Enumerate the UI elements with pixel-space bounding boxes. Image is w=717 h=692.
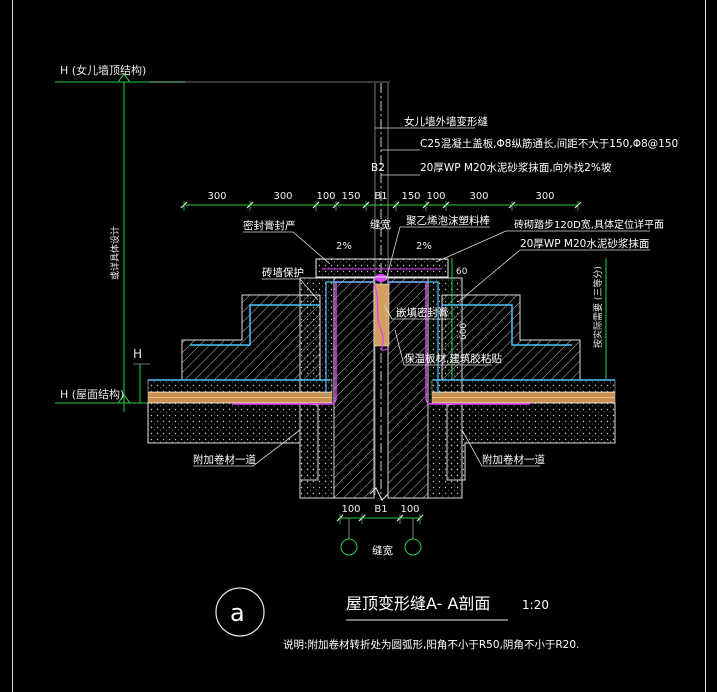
concrete-cover-plate (315, 258, 449, 278)
callout-brick-pier: 砖砌踏步120D宽,具体定位详平面 (514, 218, 664, 231)
callout-cover-line2: 20厚WP M20水泥砂浆抹面,向外找2%坡 (420, 161, 612, 174)
top-dim-label: 100 (426, 191, 445, 202)
drawing-scale: 1:20 (522, 598, 549, 612)
dim-60: 60 (456, 267, 468, 277)
slope-left: 2% (336, 241, 352, 252)
top-dim-label: 300 (535, 191, 554, 202)
slope-right: 2% (416, 241, 432, 252)
view-label: a (230, 599, 245, 627)
top-dim-label: B1 (374, 191, 387, 202)
left-slab (147, 402, 319, 481)
dim-b2: B2 (371, 162, 385, 174)
left-screed-layer (147, 379, 333, 393)
left-plaster-line (190, 304, 320, 346)
label-gap-top: 缝宽 (370, 218, 391, 231)
callout-add-right: 附加卷材一道 (482, 453, 545, 466)
top-dim-label: 150 (341, 191, 360, 202)
left-insulation-layer (147, 391, 333, 404)
left-brick-steps (181, 294, 321, 381)
left-waterproof-up (325, 281, 374, 395)
callout-cover-line1: C25混凝土盖板,Φ8纵筋通长,间距不大于150,Φ8@150 (420, 137, 678, 150)
drawing-frame (12, 0, 706, 692)
dim-600: 600 (459, 323, 469, 340)
right-vertical-label: 按实际需要 (三等分) (592, 266, 604, 348)
callout-seal-fill: 嵌填密封膏 (396, 306, 449, 319)
bottom-dim-label: B1 (374, 504, 387, 515)
callout-add-left: 附加卷材一道 (193, 453, 256, 466)
grid-bubble-right (404, 538, 422, 556)
grid-bubble-left (340, 538, 358, 556)
top-dim-label: 300 (273, 191, 292, 202)
break-line (369, 487, 389, 501)
drawing-title: 屋顶变形缝A- A剖面 (346, 594, 490, 613)
parapet-level-label: H (女儿墙顶结构) (60, 63, 146, 77)
right-upstand-core (387, 277, 429, 499)
bottom-dim-label: 100 (400, 504, 419, 515)
top-dim-label: 150 (401, 191, 420, 202)
callout-foam: 聚乙烯泡沫塑料棒 (406, 214, 490, 227)
callout-brick: 砖墙保护 (262, 266, 304, 279)
callout-deformation: 女儿墙外墙变形缝 (404, 115, 488, 128)
roof-level-label: H (屋面结构) (60, 387, 124, 401)
vertical-dim-label: 或详具体设计 (109, 226, 121, 280)
leader-lines (193, 127, 650, 467)
callout-sealant: 密封膏封严 (243, 219, 296, 232)
top-dim-ticks: 300 300 100 150 B1 150 100 300 300 (180, 191, 582, 211)
right-waterproof-up (388, 281, 439, 395)
callout-plaster: 20厚WP M20水泥砂浆抹面 (520, 237, 649, 250)
bottom-dim-label: 100 (341, 504, 360, 515)
top-dim-label: 300 (207, 191, 226, 202)
right-screed-layer (431, 379, 616, 393)
joint-u-membrane (373, 283, 390, 351)
left-additional-membrane (232, 281, 374, 405)
right-additional-membrane (388, 281, 530, 405)
h-mark-label: H (133, 347, 142, 361)
drawing-note: 说明:附加卷材转折处为圆弧形,阳角不小于R50,阴角不小于R20. (283, 638, 579, 651)
bottom-dim-ticks: 100 B1 100 (336, 504, 424, 524)
top-dim-label: 300 (469, 191, 488, 202)
callout-insul: 保温板材,建筑胶粘贴 (404, 352, 502, 365)
view-circle (215, 587, 265, 637)
right-plaster-line (442, 304, 572, 346)
top-dim-label: 100 (316, 191, 335, 202)
left-upstand-core (333, 277, 375, 499)
right-insulation-layer (431, 391, 616, 404)
right-slab (446, 402, 616, 481)
label-gap-bottom: 缝宽 (372, 544, 393, 557)
